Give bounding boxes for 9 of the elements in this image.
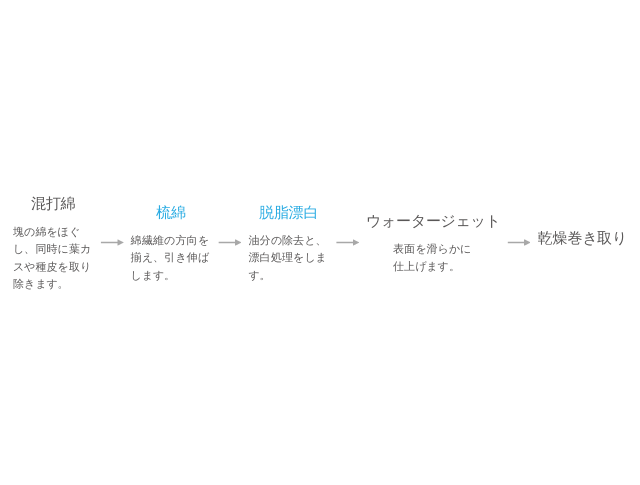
node-text: ウォータージェット 表面を滑らかに仕上げます。 (366, 212, 500, 274)
node-text: 脱脂漂白 油分の除去と、漂白処理をします。 (248, 203, 327, 282)
node-text: 混打綿 塊の綿をほぐし、同時に葉カスや種皮を取り除きます。 (12, 194, 92, 290)
node-text: 梳綿 綿繊維の方向を揃え、引き伸ばします。 (130, 203, 209, 282)
arrow (336, 239, 360, 246)
arrow (508, 239, 530, 246)
arrow (218, 239, 242, 246)
node-text: 乾燥巻き取り (538, 229, 628, 247)
arrow (100, 239, 124, 246)
